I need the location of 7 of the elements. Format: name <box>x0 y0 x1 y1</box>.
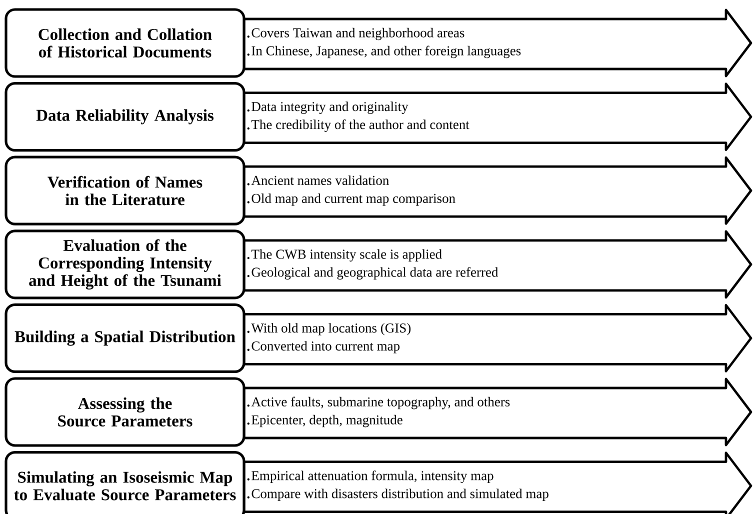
step-box: Evaluation of the Corresponding Intensity and Height of the Tsunami <box>4 230 246 300</box>
step-box: Assessing the Source Parameters <box>4 377 246 447</box>
step-box: Collection and Collation of Historical Documents <box>4 8 246 78</box>
step-box: Verification of Names in the Literature <box>4 156 246 226</box>
step-box: Data Reliability Analysis <box>4 82 246 152</box>
step-box: Building a Spatial Distribution <box>4 303 246 373</box>
step-box: Simulating an Isoseismic Map to Evaluate Source Parameters <box>4 451 246 514</box>
